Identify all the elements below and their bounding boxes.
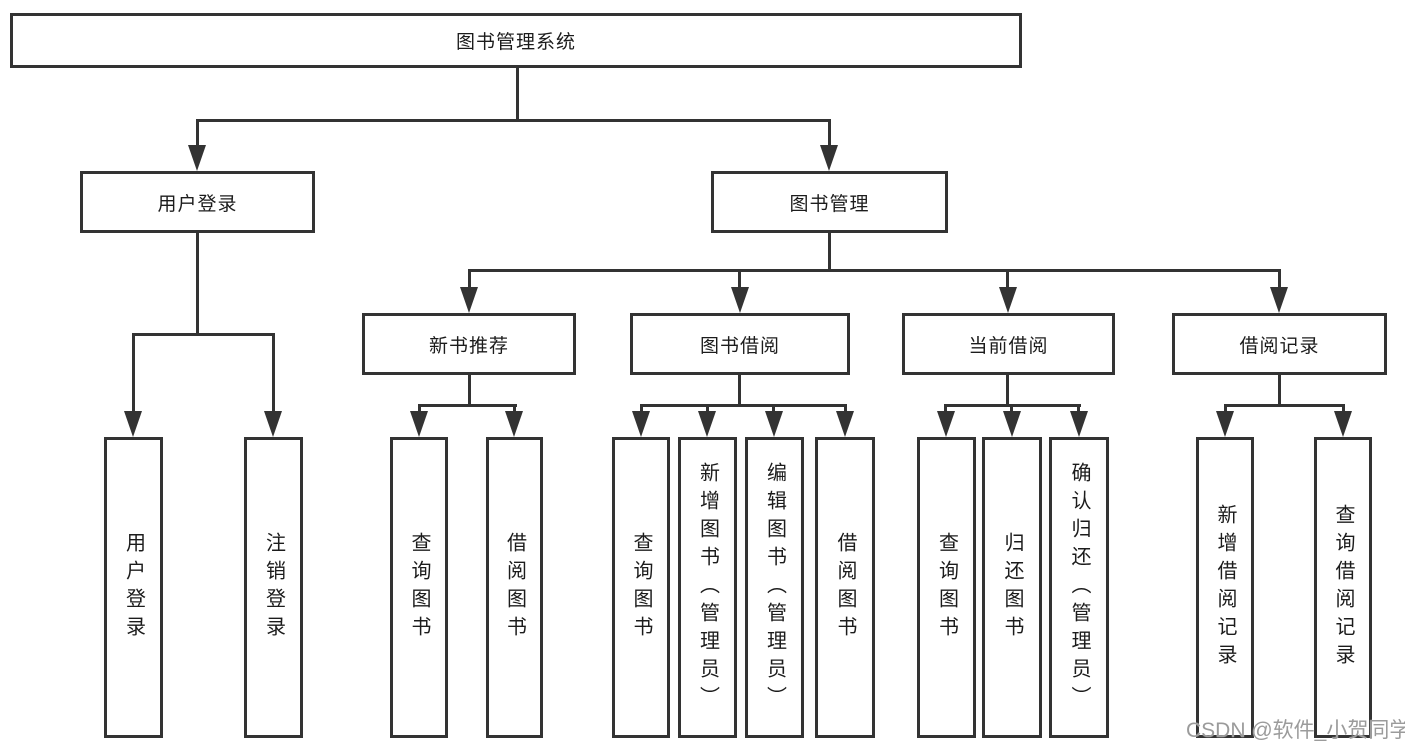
connector-line — [1224, 404, 1345, 407]
leaf-logout: 注销登录 — [244, 437, 303, 738]
connector-line — [513, 404, 516, 413]
connector-line — [272, 333, 275, 413]
leaf-return-books-label: 归还图书 — [1001, 531, 1023, 644]
connector-line — [706, 404, 709, 413]
node-current-borrow-label: 当前借阅 — [968, 335, 1049, 357]
connector-line — [196, 119, 199, 147]
connector-line — [132, 333, 275, 336]
connector-line — [468, 269, 471, 291]
arrow-down-icon — [999, 287, 1017, 313]
leaf-query-books-recommend: 查询图书 — [390, 437, 448, 738]
connector-line — [1342, 404, 1345, 413]
leaf-query-books-borrow-label: 查询图书 — [630, 531, 652, 644]
node-new-book-recommend: 新书推荐 — [362, 313, 576, 375]
leaf-query-books-recommend-label: 查询图书 — [408, 531, 430, 644]
leaf-edit-books-admin: 编辑图书（管理员） — [745, 437, 804, 738]
node-new-book-recommend-label: 新书推荐 — [428, 335, 509, 357]
leaf-query-books-current-label: 查询图书 — [935, 531, 958, 644]
leaf-query-books-current: 查询图书 — [917, 437, 976, 738]
arrow-down-icon — [460, 287, 478, 313]
node-current-borrow: 当前借阅 — [902, 313, 1115, 375]
arrow-down-icon — [505, 411, 523, 437]
leaf-add-borrow-record-label: 新增借阅记录 — [1214, 503, 1236, 672]
connector-line — [418, 404, 517, 407]
arrow-down-icon — [937, 411, 955, 437]
connector-line — [1010, 404, 1013, 413]
leaf-borrow-books: 借阅图书 — [815, 437, 875, 738]
arrow-down-icon — [820, 145, 838, 171]
connector-line — [772, 404, 775, 413]
leaf-query-borrow-record: 查询借阅记录 — [1314, 437, 1372, 738]
connector-line — [1006, 375, 1009, 406]
connector-line — [640, 404, 847, 407]
connector-line — [132, 333, 135, 413]
arrow-down-icon — [1216, 411, 1234, 437]
leaf-add-books-admin: 新增图书（管理员） — [678, 437, 737, 738]
node-root-label: 图书管理系统 — [455, 32, 576, 53]
connector-line — [1077, 404, 1080, 413]
arrow-down-icon — [765, 411, 783, 437]
node-book-borrow: 图书借阅 — [630, 313, 850, 375]
connector-line — [738, 375, 741, 406]
connector-line — [828, 119, 831, 147]
csdn-watermark: CSDN @软件_小贺同学 — [1186, 719, 1405, 742]
connector-line — [468, 269, 1281, 272]
arrow-down-icon — [264, 411, 282, 437]
connector-line — [516, 68, 519, 119]
arrow-down-icon — [410, 411, 428, 437]
arrow-down-icon — [731, 287, 749, 313]
arrow-down-icon — [1003, 411, 1021, 437]
leaf-borrow-books-recommend-label: 借阅图书 — [503, 531, 526, 644]
connector-line — [1278, 375, 1281, 406]
leaf-edit-books-admin-label: 编辑图书（管理员） — [763, 461, 786, 714]
connector-line — [196, 119, 831, 122]
connector-line — [418, 404, 421, 413]
connector-line — [1224, 404, 1227, 413]
leaf-add-borrow-record: 新增借阅记录 — [1196, 437, 1254, 738]
arrow-down-icon — [1070, 411, 1088, 437]
leaf-add-books-admin-label: 新增图书（管理员） — [696, 461, 719, 714]
leaf-user-login-label: 用户登录 — [122, 531, 145, 644]
connector-line — [196, 233, 199, 335]
arrow-down-icon — [1270, 287, 1288, 313]
leaf-user-login: 用户登录 — [104, 437, 163, 738]
node-borrow-records: 借阅记录 — [1172, 313, 1387, 375]
arrow-down-icon — [836, 411, 854, 437]
leaf-confirm-return-admin: 确认归还（管理员） — [1049, 437, 1109, 738]
node-root: 图书管理系统 — [10, 13, 1022, 68]
node-book-management-label: 图书管理 — [789, 193, 870, 215]
arrow-down-icon — [698, 411, 716, 437]
node-book-management: 图书管理 — [711, 171, 948, 233]
connector-line — [1278, 269, 1281, 291]
connector-line — [1006, 269, 1009, 291]
leaf-query-borrow-record-label: 查询借阅记录 — [1332, 503, 1354, 672]
connector-line — [640, 404, 643, 413]
leaf-logout-label: 注销登录 — [262, 531, 285, 644]
leaf-borrow-books-label: 借阅图书 — [834, 531, 856, 644]
arrow-down-icon — [124, 411, 142, 437]
connector-line — [944, 404, 947, 413]
connector-line — [468, 375, 471, 406]
node-user-login-label: 用户登录 — [157, 193, 238, 215]
node-book-borrow-label: 图书借阅 — [699, 335, 780, 357]
leaf-confirm-return-admin-label: 确认归还（管理员） — [1068, 461, 1090, 714]
connector-line — [844, 404, 847, 413]
node-user-login: 用户登录 — [80, 171, 315, 233]
leaf-query-books-borrow: 查询图书 — [612, 437, 670, 738]
arrow-down-icon — [1334, 411, 1352, 437]
node-borrow-records-label: 借阅记录 — [1239, 335, 1320, 357]
leaf-borrow-books-recommend: 借阅图书 — [486, 437, 543, 738]
arrow-down-icon — [188, 145, 206, 171]
connector-line — [828, 233, 831, 271]
leaf-return-books: 归还图书 — [982, 437, 1042, 738]
arrow-down-icon — [632, 411, 650, 437]
connector-line — [738, 269, 741, 291]
